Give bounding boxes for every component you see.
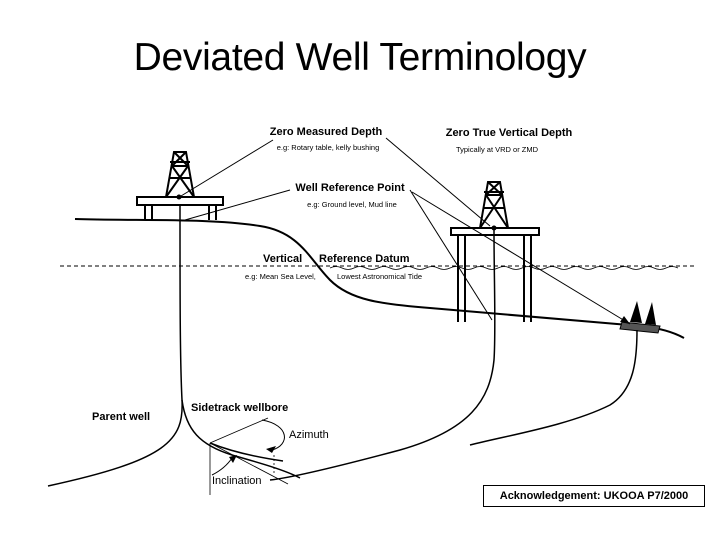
sidetrack-wellbore [209,442,284,462]
subsea-wellhead [619,301,661,334]
subsea-well [469,329,638,446]
slide-title: Deviated Well Terminology [133,36,587,79]
azimuth-arc [261,419,285,451]
label-lat-eg: Lowest Astronomical Tide [337,272,422,281]
azimuth-arrowhead [266,446,276,453]
azimuth-ref-line [209,417,269,444]
label-inclination: Inclination [212,475,262,487]
label-well-reference-point-eg: e.g: Ground level, Mud line [307,200,397,209]
label-azimuth: Azimuth [289,429,329,441]
azimuth-ref-line-2 [209,442,289,485]
label-parent-well: Parent well [92,411,150,423]
leader-wrp-left [184,189,291,221]
inclination-arc [211,457,233,476]
label-zero-measured-depth-eg: e.g: Rotary table, kelly bushing [277,143,380,152]
offshore-platform [450,181,540,322]
label-zero-tvd-eg: Typically at VRD or ZMD [456,145,539,154]
label-well-reference-point: Well Reference Point [295,182,405,194]
inclination-arrowhead [229,455,237,463]
label-reference-datum: Reference Datum [319,253,410,265]
leader-zmd-right [385,137,491,227]
leader-zmd-left [180,139,274,197]
zmd-point-right [491,225,497,231]
label-vertical: Vertical [263,253,302,265]
label-zero-tvd: Zero True Vertical Depth [446,127,573,139]
acknowledgement-box: Acknowledgement: UKOOA P7/2000 [483,485,705,507]
label-msl-eg: e.g: Mean Sea Level, [245,272,316,281]
zmd-point-left [176,194,182,200]
land-rig [136,151,224,220]
water-wave [329,266,679,270]
leader-wrp-subsea [411,191,631,325]
leader-wrp-right [409,189,493,321]
label-sidetrack-wellbore: Sidetrack wellbore [191,402,288,414]
leader-arrowhead [620,316,630,324]
platform-well [269,229,496,481]
parent-well [47,204,183,487]
label-zero-measured-depth: Zero Measured Depth [270,126,383,138]
